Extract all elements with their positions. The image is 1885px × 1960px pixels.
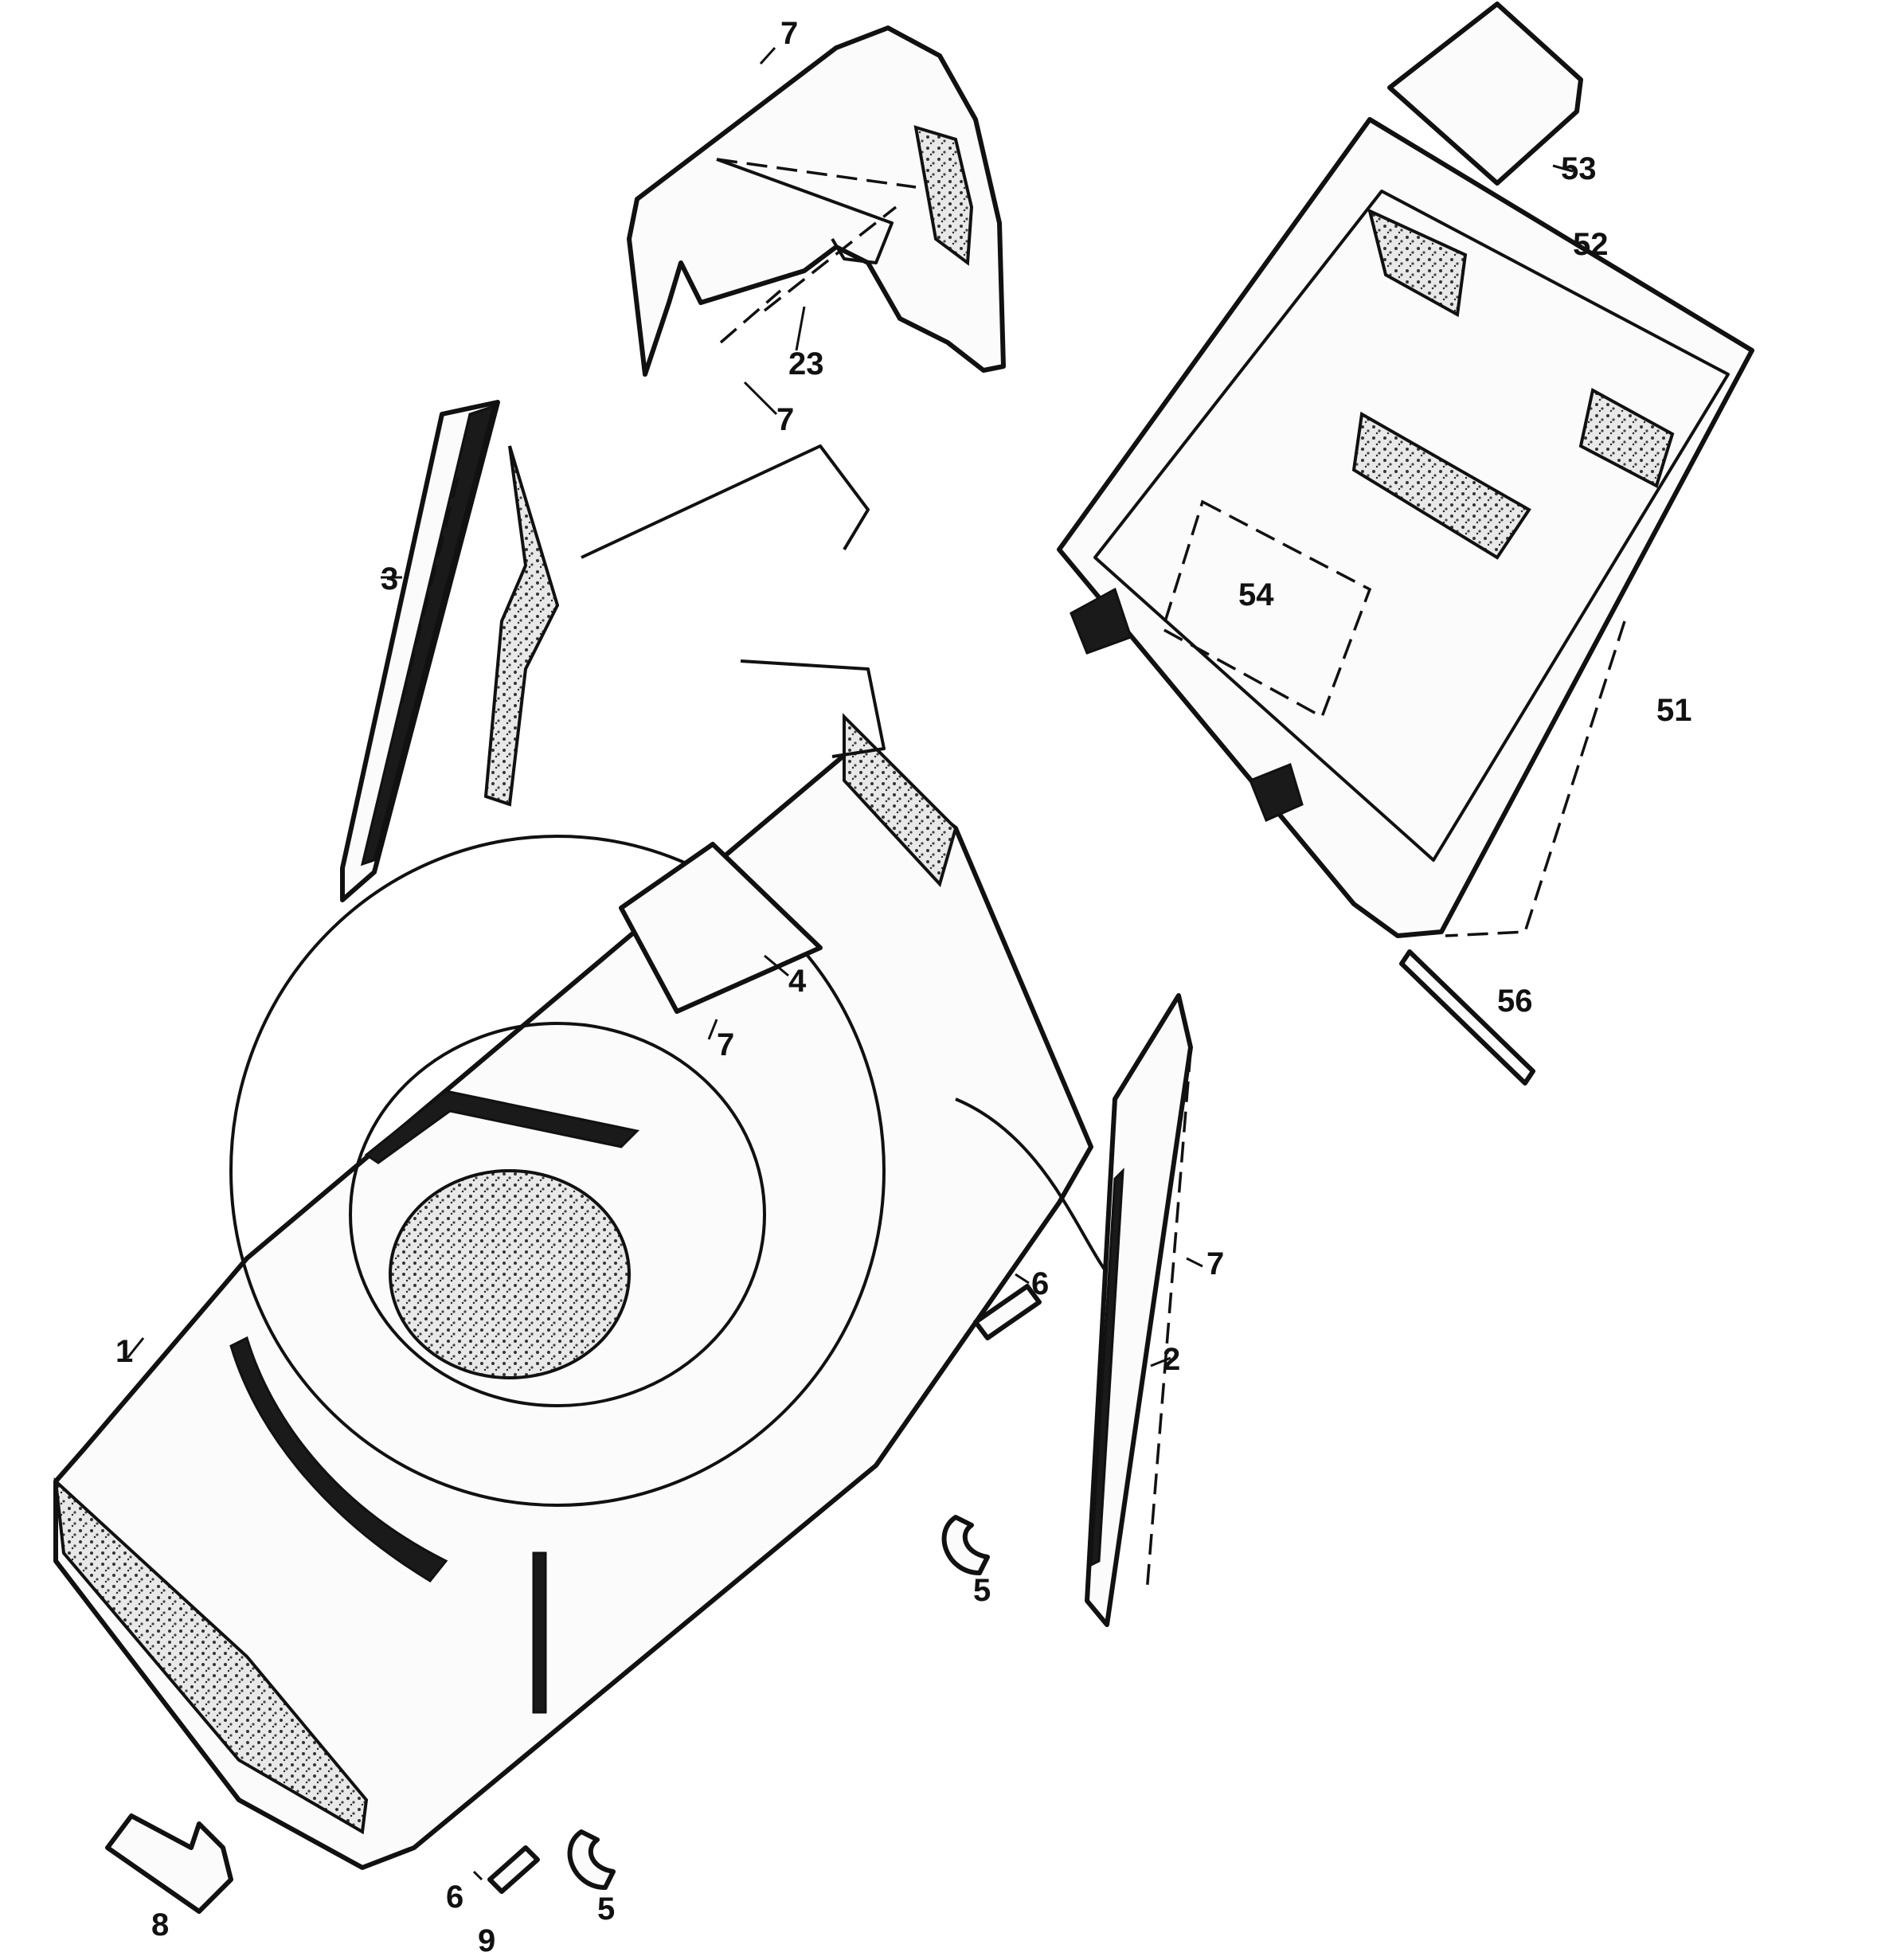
callout-53: 53 bbox=[1561, 151, 1597, 186]
callout-52: 52 bbox=[1573, 227, 1609, 262]
callout-3: 3 bbox=[381, 561, 398, 597]
part-3-rail bbox=[340, 400, 500, 902]
callout-7-top: 7 bbox=[780, 16, 798, 51]
part-8-bracket bbox=[105, 1813, 233, 1914]
part-5-clip-upper bbox=[941, 1515, 990, 1575]
callout-6-upper: 6 bbox=[1031, 1266, 1049, 1301]
callout-labels: 7 23 7 53 52 54 51 56 3 4 7 1 6 7 2 5 8 … bbox=[115, 16, 1692, 1958]
part-2-side-rail bbox=[1085, 993, 1193, 1627]
part-4-plate bbox=[619, 842, 823, 1014]
part-23-cover bbox=[627, 25, 1006, 377]
callout-23: 23 bbox=[788, 346, 824, 381]
part-1-housing bbox=[53, 444, 1117, 1870]
callout-54: 54 bbox=[1238, 577, 1274, 612]
callout-51: 51 bbox=[1656, 693, 1692, 728]
callout-8: 8 bbox=[151, 1907, 169, 1942]
callout-7-housing: 7 bbox=[717, 1027, 734, 1062]
part-51-top-panel bbox=[1057, 117, 1754, 938]
callout-9: 9 bbox=[478, 1923, 495, 1958]
leader-lines bbox=[126, 46, 1574, 1881]
part-53-cap bbox=[1387, 2, 1583, 186]
callout-4: 4 bbox=[788, 964, 807, 999]
part-56-strip bbox=[1399, 949, 1535, 1086]
callout-56: 56 bbox=[1497, 984, 1533, 1019]
callout-1: 1 bbox=[115, 1334, 133, 1369]
callout-7-cover: 7 bbox=[776, 402, 794, 437]
callout-6-lower: 6 bbox=[446, 1880, 463, 1915]
part-6-pin-lower bbox=[487, 1845, 540, 1894]
callout-5-upper: 5 bbox=[973, 1573, 991, 1608]
callout-2: 2 bbox=[1163, 1342, 1180, 1377]
callout-5-lower: 5 bbox=[597, 1892, 615, 1927]
callout-7-rail: 7 bbox=[1206, 1246, 1224, 1281]
part-5-clip-lower bbox=[567, 1829, 616, 1890]
part-6-pin-upper bbox=[973, 1284, 1042, 1340]
